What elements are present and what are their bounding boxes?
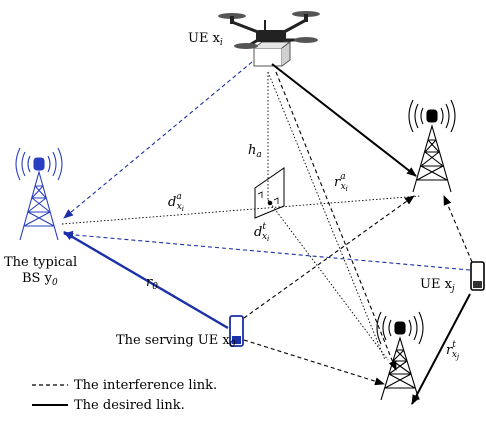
- bs-tower-upper-right-icon: [408, 99, 456, 193]
- ue-j-label: UE xj: [420, 277, 455, 294]
- bs-tower-bottom-icon: [376, 311, 424, 401]
- typical-bs-label-line2: BS y0: [22, 271, 58, 288]
- interference-link-drone-to-bottom-bs: [275, 71, 397, 371]
- geometry-lines: [61, 71, 421, 361]
- ue-j-phone-icon: [470, 261, 485, 291]
- legend-desired-label: The desired link.: [74, 398, 185, 413]
- desired-link-drone-to-bs: [271, 63, 417, 177]
- legend-interference-label: The interference link.: [74, 378, 217, 393]
- drone-ue-icon: [218, 11, 320, 67]
- serving-distance-label: r0: [146, 275, 158, 292]
- serving-ue-label: The serving UE x0: [116, 333, 236, 350]
- typical-bs-tower-icon: [15, 147, 63, 241]
- interference-link-drone-to-typical-bs: [63, 61, 253, 219]
- typical-bs-label-line1: The typical: [4, 255, 77, 270]
- height-label: ha: [248, 143, 262, 160]
- legend: The interference link. The desired link.: [32, 378, 217, 413]
- desired-link-serving-ue-to-typical-bs: [63, 230, 229, 330]
- desired-link-uej-to-bs: [411, 293, 471, 405]
- drone-label: UE xi: [188, 31, 223, 48]
- interference-link-uej-to-typical-bs: [63, 230, 471, 271]
- serving-ue-phone-icon: [229, 315, 244, 347]
- interference-link-uej-to-upper-bs: [443, 195, 473, 263]
- interference-link-serving-to-bottom-bs: [243, 339, 385, 386]
